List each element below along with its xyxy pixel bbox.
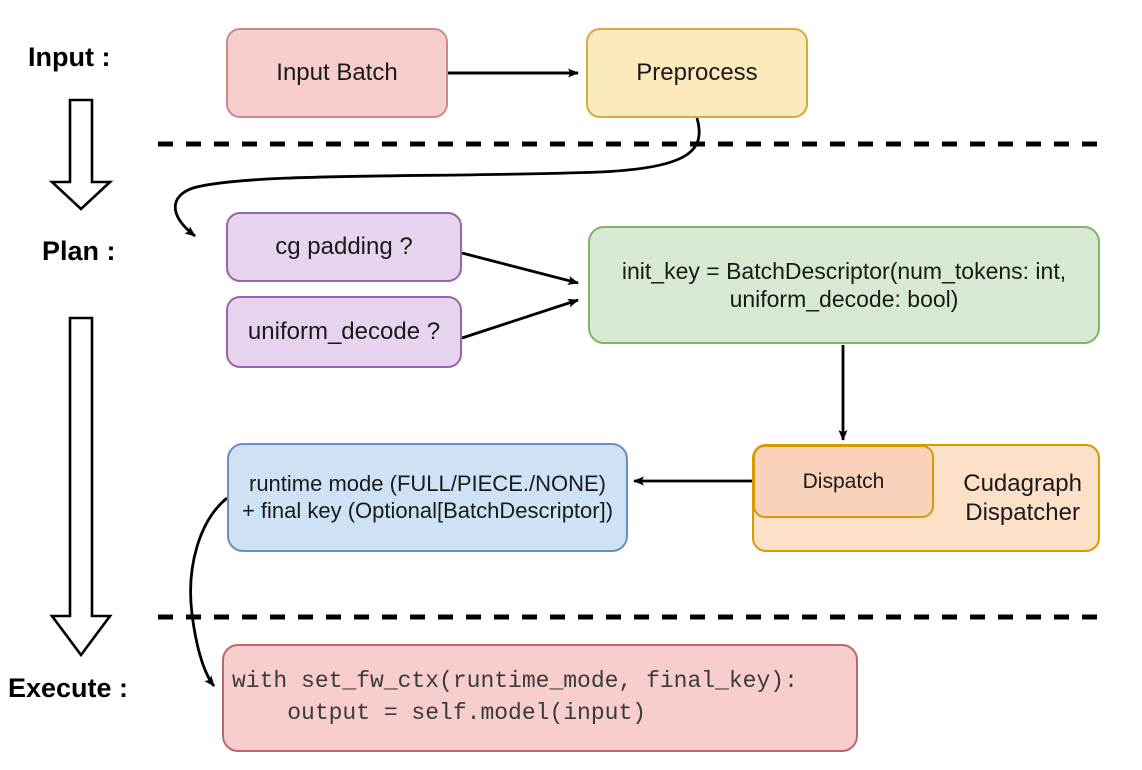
node-input-batch[interactable]: Input Batch — [226, 28, 448, 118]
node-init-key-line2: uniform_decode: bool) — [729, 286, 959, 312]
node-init-key-label: init_key = BatchDescriptor(num_tokens: i… — [590, 257, 1098, 313]
node-uniform-decode[interactable]: uniform_decode ? — [226, 296, 462, 368]
node-exec-code-line2: output = self.model(input) — [232, 700, 647, 726]
node-preprocess-label: Preprocess — [636, 59, 758, 87]
node-uniform-decode-label: uniform_decode ? — [247, 318, 441, 346]
node-cg-padding[interactable]: cg padding ? — [226, 212, 462, 282]
plan-to-execute-arrow — [49, 316, 113, 658]
node-runtime-mode-line1: runtime mode (FULL/PIECE./NONE) — [249, 470, 606, 496]
node-cudagraph-dispatcher-label: Cudagraph Dispatcher — [953, 469, 1098, 528]
node-exec-code-label: with set_fw_ctx(runtime_mode, final_key)… — [224, 666, 856, 729]
node-runtime-mode[interactable]: runtime mode (FULL/PIECE./NONE) + final … — [227, 443, 628, 552]
lane-label-execute: Execute : — [8, 673, 129, 703]
lane-label-plan: Plan : — [42, 236, 116, 266]
node-cg-padding-label: cg padding ? — [275, 233, 413, 261]
node-preprocess[interactable]: Preprocess — [586, 28, 808, 118]
node-runtime-mode-label: runtime mode (FULL/PIECE./NONE) + final … — [229, 471, 626, 525]
node-cudagraph-dispatcher-line1: Cudagraph — [963, 469, 1082, 497]
node-dispatch-label: Dispatch — [802, 469, 885, 493]
node-cudagraph-dispatcher-line2: Dispatcher — [965, 499, 1080, 526]
node-runtime-mode-line2: + final key (Optional[BatchDescriptor]) — [241, 497, 614, 523]
node-exec-code[interactable]: with set_fw_ctx(runtime_mode, final_key)… — [222, 644, 858, 752]
node-init-key[interactable]: init_key = BatchDescriptor(num_tokens: i… — [588, 226, 1100, 344]
input-to-plan-arrow — [48, 98, 114, 211]
node-exec-code-line1: with set_fw_ctx(runtime_mode, final_key)… — [232, 668, 798, 695]
edge-uniform-decode-to-init-key — [461, 298, 579, 340]
edge-cg-padding-to-init-key — [461, 251, 579, 285]
lane-label-input: Input : — [28, 42, 111, 72]
node-dispatch[interactable]: Dispatch — [753, 445, 934, 518]
node-input-batch-label: Input Batch — [276, 59, 398, 87]
node-init-key-line1: init_key = BatchDescriptor(num_tokens: i… — [621, 257, 1067, 284]
